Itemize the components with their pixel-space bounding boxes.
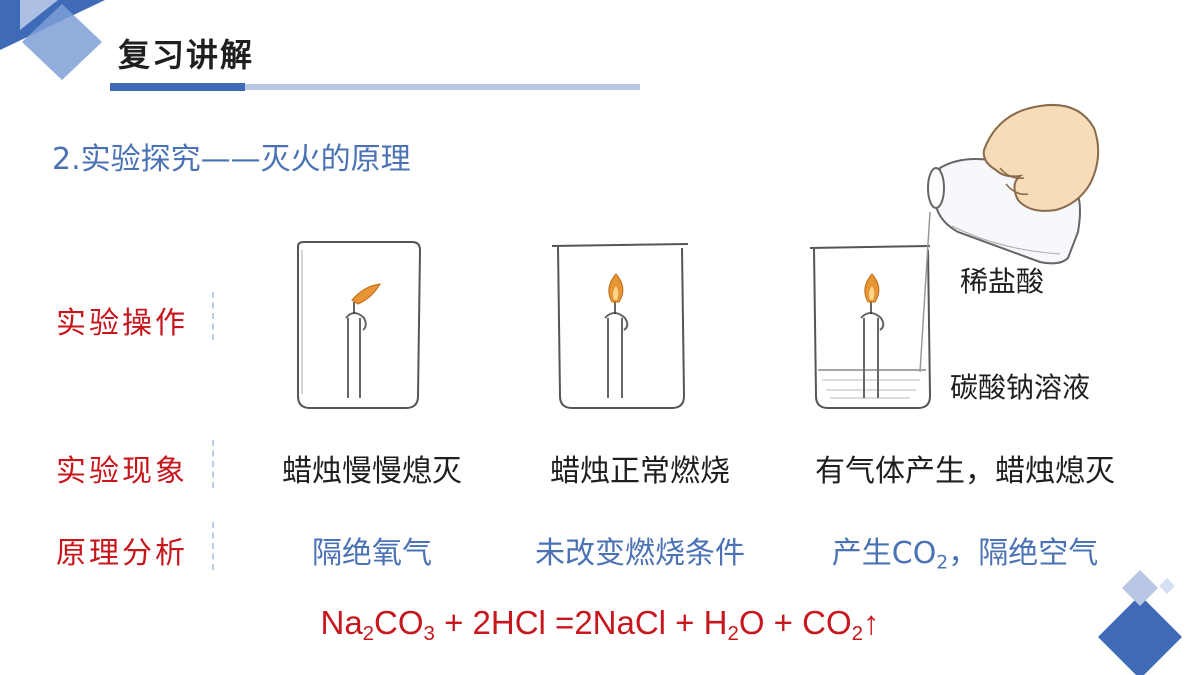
row-divider-operation — [212, 292, 214, 340]
analysis-2: 未改变燃烧条件 — [535, 536, 745, 571]
header-underline-dark — [110, 83, 245, 91]
section-title: 2.实验探究——灭火的原理 — [52, 142, 411, 177]
analysis-1: 隔绝氧气 — [312, 536, 432, 571]
row-divider-analysis — [212, 522, 214, 570]
observation-2: 蜡烛正常燃烧 — [550, 454, 730, 489]
chemical-equation: Na2CO3 + 2HCl =2NaCl + H2O + CO2↑ — [320, 604, 880, 646]
analysis-3: 产生CO2，隔绝空气 — [831, 536, 1099, 574]
header-underline-light — [245, 84, 640, 90]
observation-1: 蜡烛慢慢熄灭 — [282, 454, 462, 489]
row-label-operation: 实验操作 — [56, 306, 188, 341]
bottom-right-decoration — [1098, 570, 1182, 675]
header-title: 复习讲解 — [118, 36, 255, 74]
observation-3: 有气体产生，蜡烛熄灭 — [815, 454, 1115, 489]
row-divider-observation — [212, 440, 214, 488]
label-dilute-hcl: 稀盐酸 — [960, 265, 1045, 298]
beaker-open-illustration — [551, 243, 689, 409]
beaker-covered-illustration — [297, 241, 422, 409]
row-label-observation: 实验现象 — [56, 454, 188, 489]
top-left-decoration — [0, 0, 105, 80]
label-sodium-carbonate: 碳酸钠溶液 — [950, 371, 1091, 404]
hand-pouring-illustration — [927, 104, 1100, 265]
row-label-analysis: 原理分析 — [56, 536, 188, 571]
beaker-acid-illustration — [809, 211, 932, 409]
